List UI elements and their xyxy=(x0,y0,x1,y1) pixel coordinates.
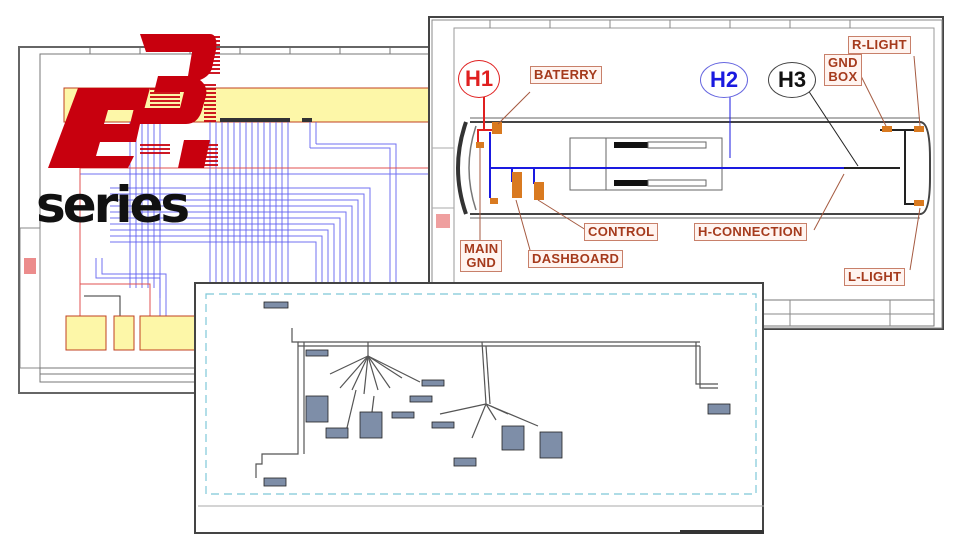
vehicle-layout-drawing xyxy=(431,19,943,329)
formboard-drawing xyxy=(198,293,764,534)
callout-battery[interactable]: BATERRY xyxy=(530,66,602,84)
callout-control[interactable]: CONTROL xyxy=(584,223,659,241)
callout-gnd-box-line2: BOX xyxy=(828,69,858,84)
callout-gnd-box[interactable]: GND BOX xyxy=(824,54,862,86)
formboard-sheet xyxy=(194,282,764,534)
callout-l-light[interactable]: L-LIGHT xyxy=(844,268,906,286)
logo-wordmark: series xyxy=(36,176,190,234)
callout-h-connection[interactable]: H-CONNECTION xyxy=(694,223,807,241)
harness-h2-label[interactable]: H2 xyxy=(700,62,748,98)
callout-main-gnd[interactable]: MAIN GND xyxy=(460,240,503,272)
callout-dashboard[interactable]: DASHBOARD xyxy=(528,250,624,268)
harness-h3-label[interactable]: H3 xyxy=(768,62,816,98)
callout-main-gnd-line1: MAIN xyxy=(464,241,499,256)
harness-h1-label[interactable]: H1 xyxy=(458,60,500,98)
e3-logo-mark xyxy=(48,34,220,168)
callout-main-gnd-line2: GND xyxy=(466,255,497,270)
callout-gnd-box-line1: GND xyxy=(828,55,858,70)
callout-r-light[interactable]: R-LIGHT xyxy=(848,36,911,54)
vehicle-layout-sheet: H1 H2 H3 BATERRY MAIN GND DASHBOARD CONT… xyxy=(428,16,944,330)
